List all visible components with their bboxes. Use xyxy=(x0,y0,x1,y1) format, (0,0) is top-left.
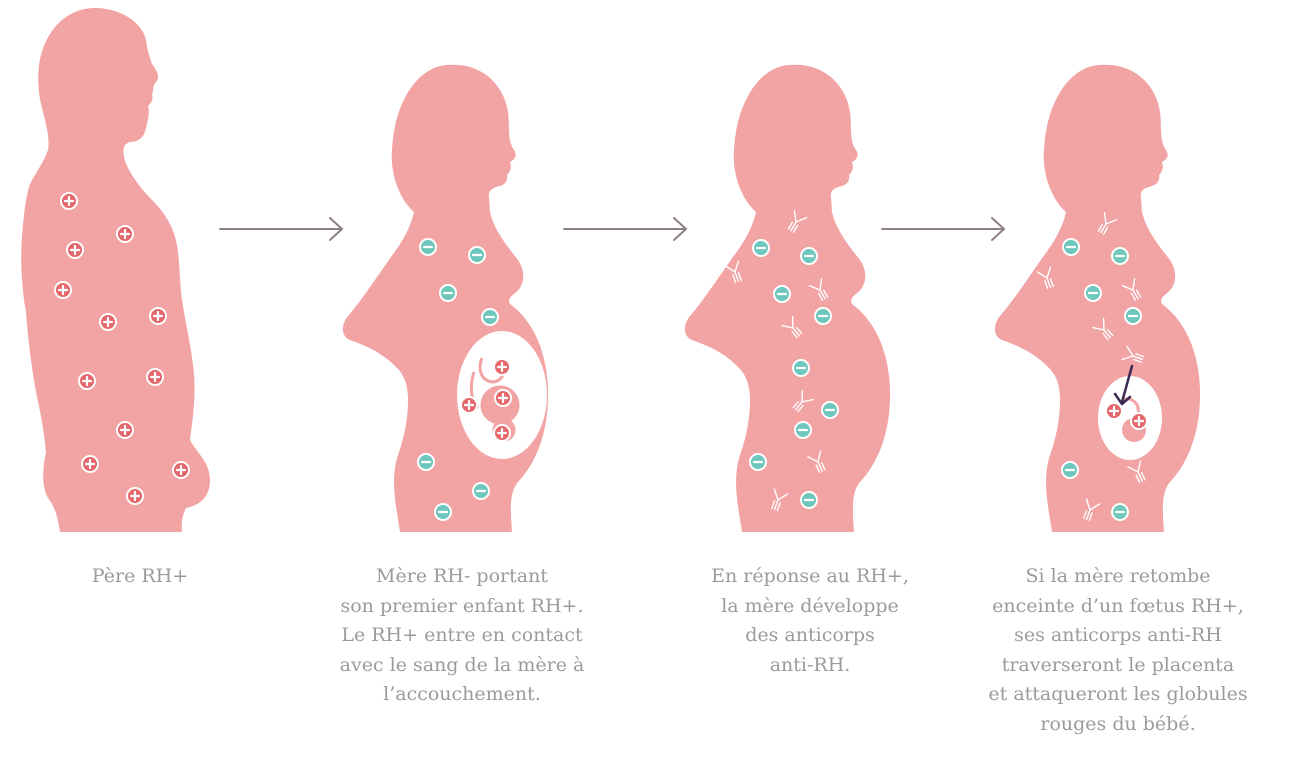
rh-negative-cell-icon xyxy=(420,239,436,255)
rh-positive-cell-icon xyxy=(461,397,477,413)
caption-line: avec le sang de la mère à xyxy=(302,651,622,681)
rh-negative-cell-icon xyxy=(1062,462,1078,478)
rh-negative-cell-icon xyxy=(801,248,817,264)
rh-positive-cell-icon xyxy=(55,282,71,298)
caption-line: la mère développe xyxy=(650,592,970,622)
rh-negative-cell-icon xyxy=(774,286,790,302)
rh-positive-cell-icon xyxy=(127,488,143,504)
caption-line: Le RH+ entre en contact xyxy=(302,621,622,651)
arrow-3-icon xyxy=(882,218,1004,240)
caption-line: des anticorps xyxy=(650,621,970,651)
caption-line: Si la mère retombe xyxy=(958,562,1278,592)
rh-positive-cell-icon xyxy=(61,193,77,209)
rh-negative-cell-icon xyxy=(753,240,769,256)
rh-negative-cell-icon xyxy=(473,483,489,499)
rh-negative-cell-icon xyxy=(815,308,831,324)
caption-mother-first: Mère RH- portant son premier enfant RH+.… xyxy=(302,562,622,710)
caption-line: l’accouchement. xyxy=(302,680,622,710)
caption-line: rouges du bébé. xyxy=(958,710,1278,740)
rh-positive-cell-icon xyxy=(79,373,95,389)
rh-negative-cell-icon xyxy=(822,402,838,418)
caption-line: En réponse au RH+, xyxy=(650,562,970,592)
rh-negative-cell-icon xyxy=(1063,239,1079,255)
rh-negative-cell-icon xyxy=(469,247,485,263)
caption-line: son premier enfant RH+. xyxy=(302,592,622,622)
rh-positive-cell-icon xyxy=(82,456,98,472)
rh-negative-cell-icon xyxy=(750,454,766,470)
arrow-1-icon xyxy=(220,218,342,240)
rh-negative-cell-icon xyxy=(793,360,809,376)
rh-positive-cell-icon xyxy=(494,359,510,375)
rh-negative-cell-icon xyxy=(801,492,817,508)
rh-positive-cell-icon xyxy=(147,369,163,385)
rh-negative-cell-icon xyxy=(435,504,451,520)
rh-positive-cell-icon xyxy=(150,308,166,324)
rh-negative-cell-icon xyxy=(1125,308,1141,324)
caption-line: ses anticorps anti-RH xyxy=(958,621,1278,651)
womb xyxy=(1098,376,1162,460)
rh-positive-cell-icon xyxy=(67,242,83,258)
caption-line: anti-RH. xyxy=(650,651,970,681)
rh-negative-cell-icon xyxy=(418,454,434,470)
rh-positive-cell-icon xyxy=(495,390,511,406)
rh-negative-cell-icon xyxy=(1112,504,1128,520)
rh-positive-cell-icon xyxy=(117,422,133,438)
rh-negative-cell-icon xyxy=(795,422,811,438)
caption-line: enceinte d’un fœtus RH+, xyxy=(958,592,1278,622)
rh-negative-cell-icon xyxy=(482,309,498,325)
rh-negative-cell-icon xyxy=(1085,285,1101,301)
rh-negative-cell-icon xyxy=(440,285,456,301)
rh-positive-cell-icon xyxy=(1106,403,1122,419)
caption-line: Mère RH- portant xyxy=(302,562,622,592)
caption-father: Père RH+ xyxy=(40,562,240,592)
caption-second-pregnancy: Si la mère retombe enceinte d’un fœtus R… xyxy=(958,562,1278,739)
rh-positive-cell-icon xyxy=(117,226,133,242)
rh-negative-cell-icon xyxy=(1112,248,1128,264)
caption-line: Père RH+ xyxy=(40,562,240,592)
arrow-2-icon xyxy=(564,218,686,240)
father-body xyxy=(21,8,210,532)
caption-line: traverseront le placenta xyxy=(958,651,1278,681)
caption-line: et attaqueront les globules xyxy=(958,680,1278,710)
father-silhouette xyxy=(21,8,210,532)
rh-positive-cell-icon xyxy=(494,425,510,441)
rh-positive-cell-icon xyxy=(100,314,116,330)
rh-positive-cell-icon xyxy=(1131,413,1147,429)
caption-mother-antibodies: En réponse au RH+, la mère développe des… xyxy=(650,562,970,680)
rh-positive-cell-icon xyxy=(173,462,189,478)
